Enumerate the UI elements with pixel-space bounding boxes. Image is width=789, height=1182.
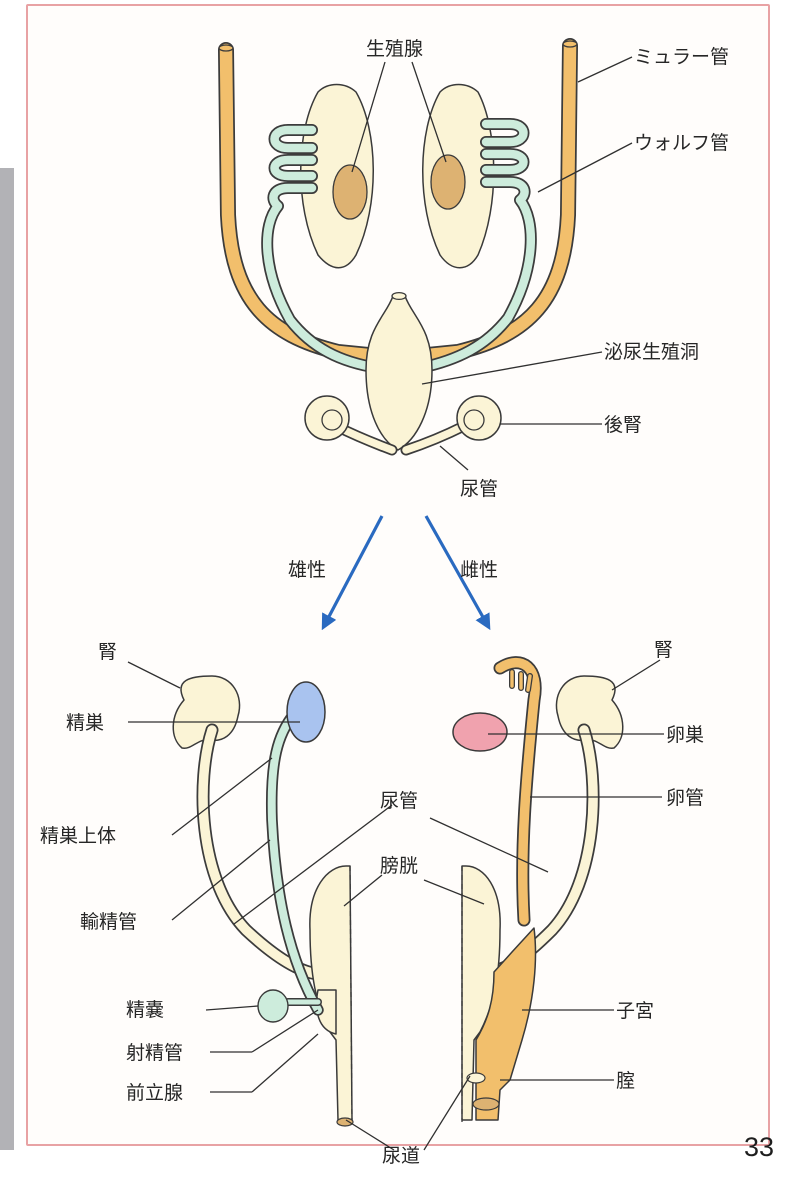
label-epididymis: 精巣上体: [40, 825, 116, 847]
label-ureter-top: 尿管: [460, 478, 498, 500]
differentiation-arrows: 雄性 雌性: [288, 516, 498, 626]
arrow-male: [324, 516, 382, 626]
urogenital-sinus: [366, 293, 432, 450]
label-urogenital-sinus: 泌尿生殖洞: [604, 341, 699, 363]
label-vas-deferens: 輸精管: [80, 911, 137, 933]
label-oviduct: 卵管: [666, 787, 704, 809]
label-male-kidney: 腎: [98, 641, 117, 663]
ovary: [453, 713, 507, 751]
label-uterus: 子宮: [616, 1000, 654, 1022]
page-number: 33: [744, 1132, 774, 1163]
label-urethra: 尿道: [382, 1145, 420, 1167]
testis: [287, 682, 325, 742]
label-seminal-vesicle: 精嚢: [126, 999, 164, 1021]
male-system: 腎 精巣 精巣上体 輸精管 精嚢 射精管 前立腺: [40, 641, 394, 1150]
seminal-vesicle: [258, 990, 288, 1022]
label-male: 雄性: [288, 559, 326, 581]
label-female-kidney: 腎: [654, 639, 673, 661]
label-testis: 精巣: [66, 712, 104, 734]
gonad-right: [423, 85, 494, 268]
label-bladder: 膀胱: [380, 855, 418, 877]
label-muller-duct: ミュラー管: [634, 46, 729, 68]
label-vagina: 腟: [616, 1070, 635, 1092]
label-ejaculatory-duct: 射精管: [126, 1042, 183, 1064]
oviduct-fimbriae: [512, 672, 530, 690]
female-system: 腎 卵巣 卵管 子宮 腟: [424, 639, 704, 1150]
label-ureter-bottom: 尿管: [380, 790, 418, 812]
label-prostate: 前立腺: [126, 1082, 183, 1104]
label-gonad: 生殖腺: [366, 38, 423, 60]
male-leader-lines: [128, 662, 394, 1150]
indifferent-stage: 生殖腺 ミュラー管 ウォルフ管 泌尿生殖洞 後腎 尿管: [219, 38, 729, 500]
label-metanephros: 後腎: [604, 414, 642, 436]
label-ovary: 卵巣: [666, 724, 704, 746]
label-female: 雌性: [460, 559, 498, 581]
label-wolff-duct: ウォルフ管: [634, 132, 729, 154]
